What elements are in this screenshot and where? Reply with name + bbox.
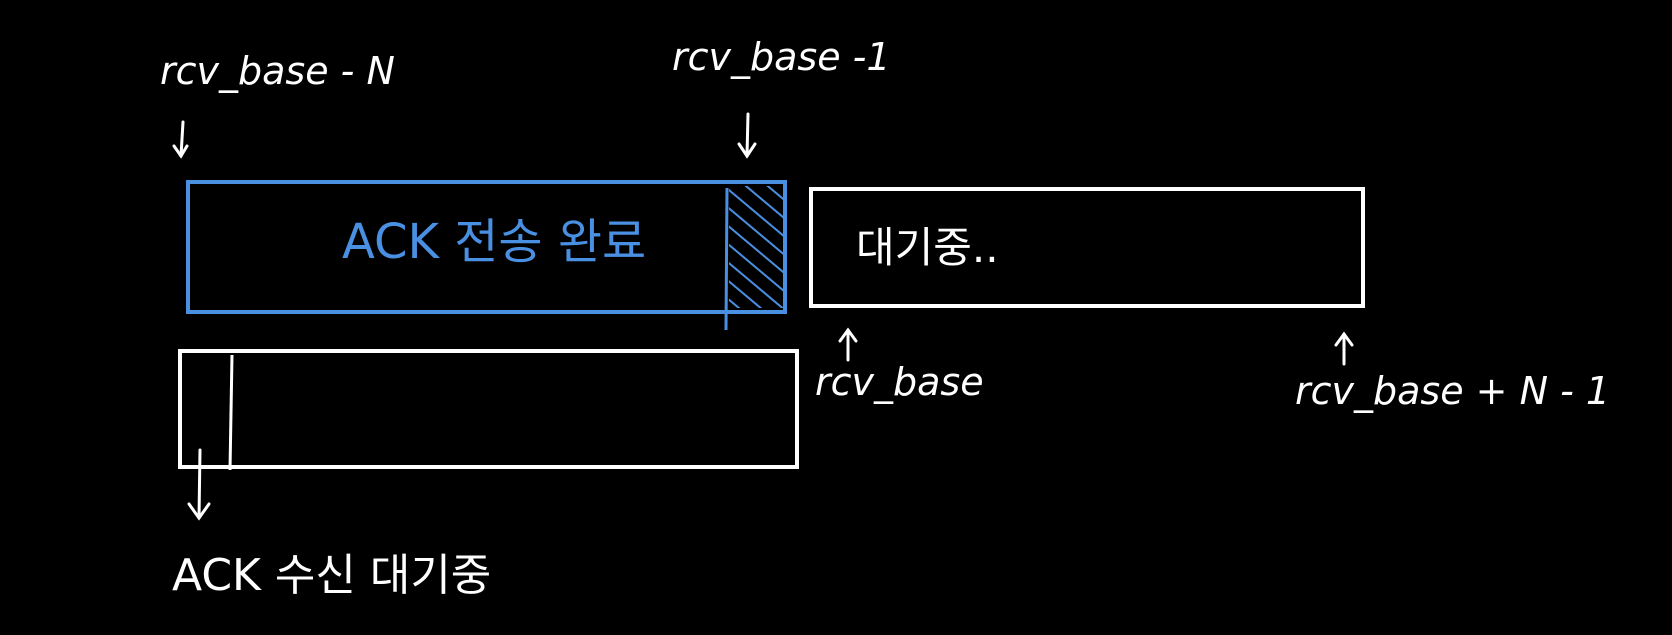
up-arrow-right <box>1334 331 1354 366</box>
waiting-text: 대기중.. <box>856 223 999 272</box>
label-rcv-base-plus-n-minus-1: rcv_base + N - 1 <box>1295 369 1610 413</box>
down-arrow-bottom <box>187 448 211 521</box>
ack-sent-text: ACK 전송 완료 <box>342 214 646 270</box>
down-arrow-left <box>172 120 189 159</box>
ack-pending-box <box>178 349 799 469</box>
hatched-segment <box>729 186 783 308</box>
ack-sent-box <box>186 180 787 314</box>
down-arrow-mid <box>737 112 757 159</box>
label-rcv-base: rcv_base <box>815 360 984 404</box>
pending-divider <box>228 354 234 471</box>
up-arrow-left <box>838 327 858 362</box>
divider-mark <box>724 187 729 331</box>
waiting-box <box>809 187 1365 308</box>
label-rcv-base-minus-1: rcv_base -1 <box>672 35 891 79</box>
label-rcv-base-minus-n: rcv_base - N <box>160 49 395 93</box>
ack-waiting-note: ACK 수신 대기중 <box>172 550 491 601</box>
